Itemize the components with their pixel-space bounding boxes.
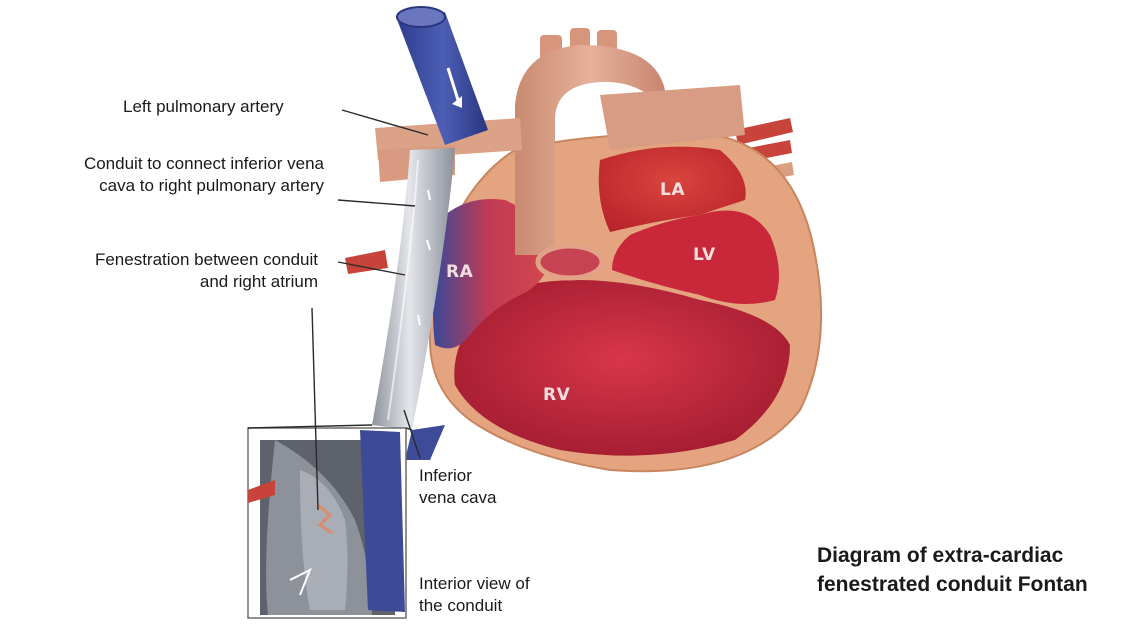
label-left-pulmonary-artery: Left pulmonary artery — [123, 96, 284, 118]
label-fenestration-line2: and right atrium — [18, 271, 318, 293]
chamber-label-ra: RA — [446, 262, 473, 282]
label-interior-line2: the conduit — [419, 595, 530, 617]
chamber-label-la: LA — [660, 180, 685, 200]
label-ivc-line1: Inferior — [419, 465, 497, 487]
label-ivc-line2: vena cava — [419, 487, 497, 509]
chamber-label-rv: RV — [543, 385, 570, 405]
interior-view-inset — [248, 428, 406, 618]
label-fenestration-line1: Fenestration between conduit — [18, 249, 318, 271]
label-interior-line1: Interior view of — [419, 573, 530, 595]
label-fenestration: Fenestration between conduit and right a… — [18, 249, 318, 293]
label-interior-view: Interior view of the conduit — [419, 573, 530, 617]
chamber-label-lv: LV — [693, 245, 716, 265]
diagram-title-line1: Diagram of extra-cardiac — [817, 541, 1088, 570]
superior-vena-cava — [397, 7, 488, 145]
label-conduit: Conduit to connect inferior vena cava to… — [8, 153, 324, 197]
leader-conduit — [338, 200, 415, 206]
label-conduit-line1: Conduit to connect inferior vena — [8, 153, 324, 175]
diagram-title: Diagram of extra-cardiac fenestrated con… — [817, 541, 1088, 599]
label-conduit-line2: cava to right pulmonary artery — [8, 175, 324, 197]
diagram-title-line2: fenestrated conduit Fontan — [817, 570, 1088, 599]
label-inferior-vena-cava: Inferior vena cava — [419, 465, 497, 509]
